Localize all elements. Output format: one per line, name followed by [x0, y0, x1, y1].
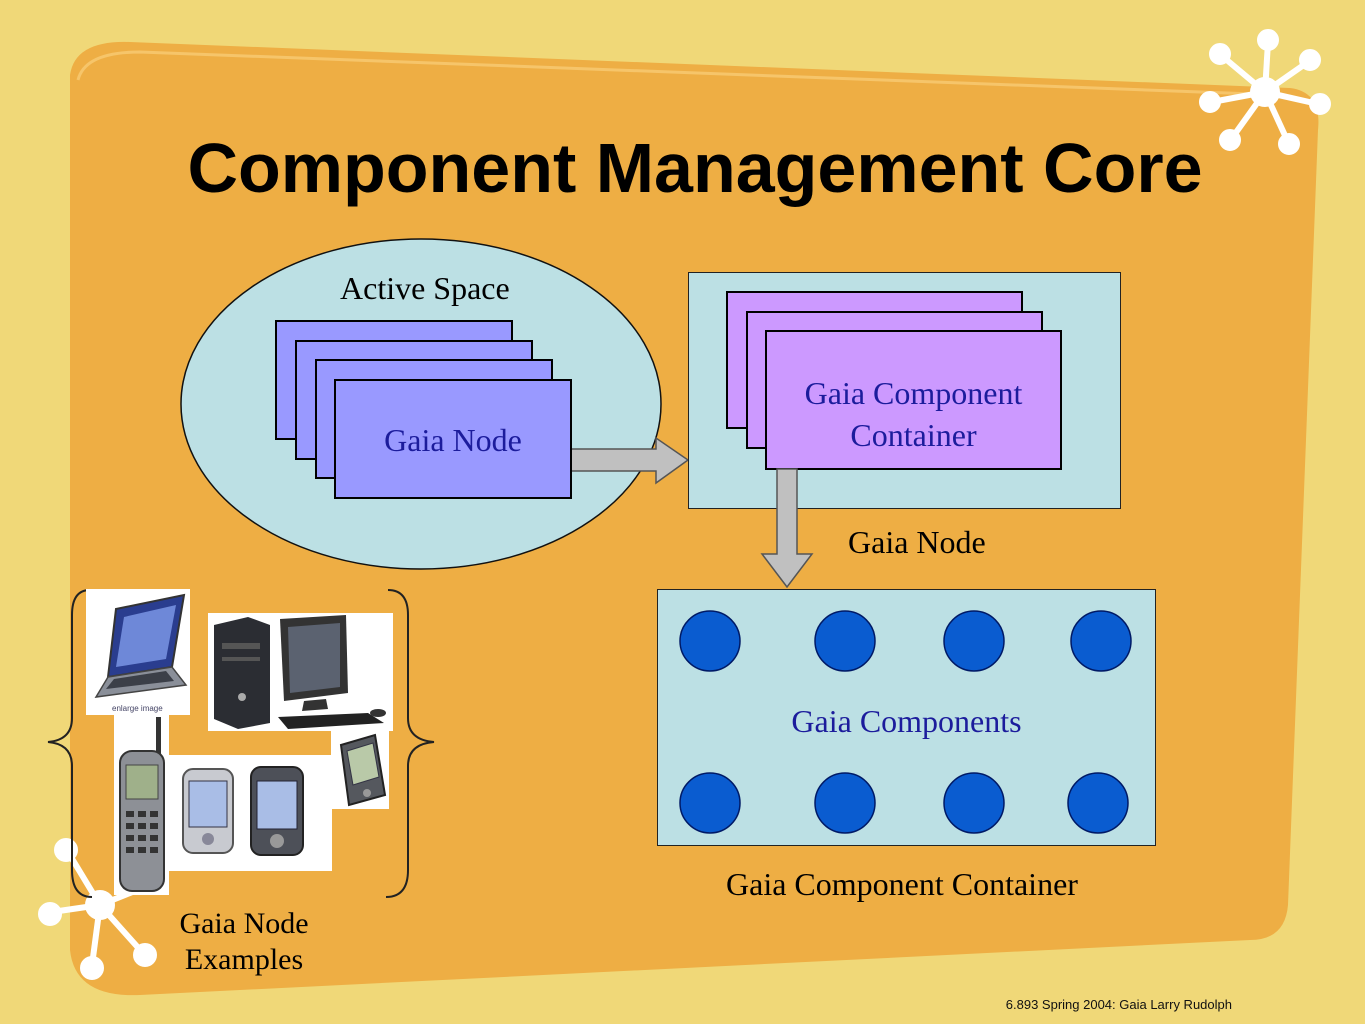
component-circle [814, 610, 876, 672]
component-circle [1067, 772, 1129, 834]
arrow-to-gaia-node [569, 436, 690, 485]
components-graphic [679, 610, 1132, 834]
examples-caption-line1: Gaia Node [179, 907, 309, 940]
component-circle [679, 772, 741, 834]
laptop-icon: enlarge image [86, 589, 190, 715]
gaia-component-container-caption: Gaia Component Container [726, 866, 1078, 902]
component-circle [1070, 610, 1132, 672]
gaia-node-card: Gaia Node [334, 379, 572, 499]
down-arrow [760, 468, 814, 589]
right-brace [385, 589, 435, 898]
slide-title: Component Management Core [187, 129, 1203, 207]
active-space-label: Active Space [340, 270, 510, 306]
desktop-computer-icon [208, 613, 393, 731]
starburst-top-right [1199, 29, 1331, 155]
gaia-node-caption: Gaia Node [848, 524, 986, 560]
gaia-node-card-label: Gaia Node [384, 422, 522, 458]
mobile-phone-icon [114, 715, 169, 895]
component-circle [679, 610, 741, 672]
component-circle [814, 772, 876, 834]
starburst-bottom-left [38, 838, 157, 980]
container-card-label-line1: Gaia Component [804, 375, 1023, 411]
examples-caption-line2: Examples [184, 943, 304, 976]
left-brace [47, 589, 93, 898]
svg-text:enlarge image: enlarge image [112, 704, 163, 713]
component-circle [943, 772, 1005, 834]
component-circle [943, 610, 1005, 672]
container-card-label-line2: Container [850, 417, 977, 453]
palm-pda-icon [331, 731, 389, 809]
gaia-component-container-panel: Gaia Components [657, 589, 1156, 846]
pda-icon [169, 755, 332, 871]
gaia-component-container-card: Gaia Component Container [765, 330, 1062, 470]
slide-footer: 6.893 Spring 2004: Gaia Larry Rudolph [1005, 997, 1232, 1012]
gaia-components-label: Gaia Components [791, 703, 1022, 739]
